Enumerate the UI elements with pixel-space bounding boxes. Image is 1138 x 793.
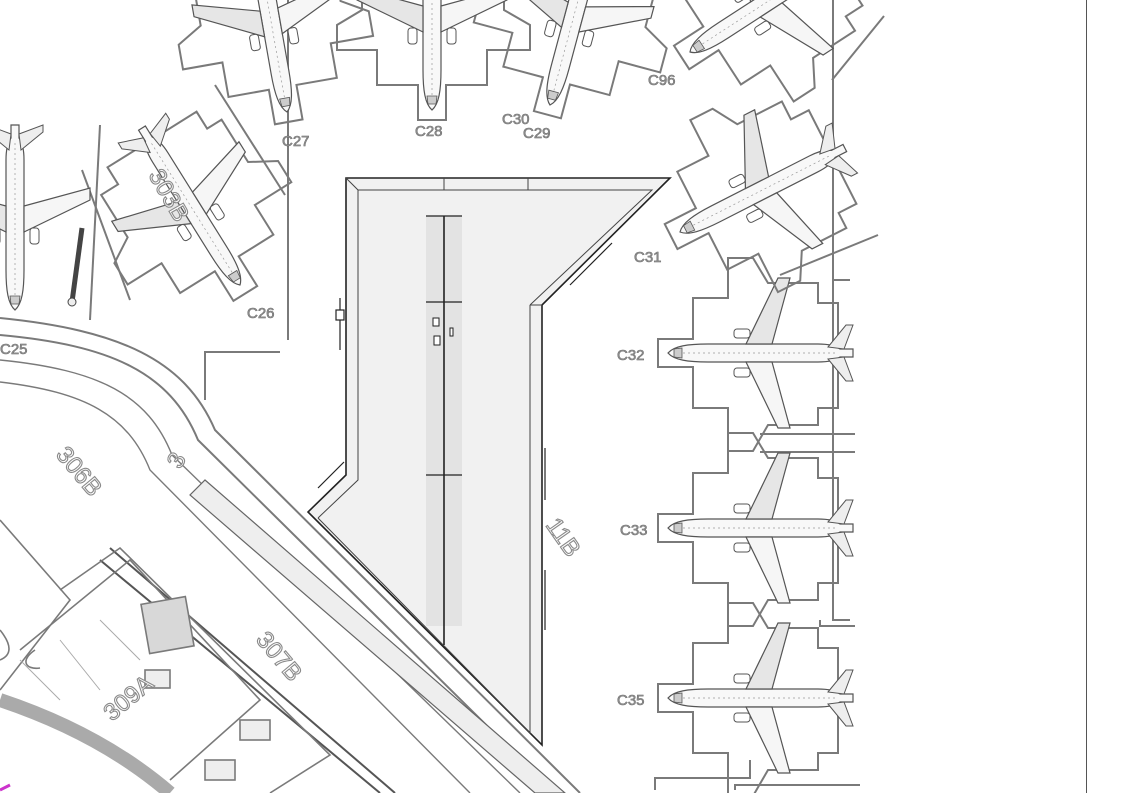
stand-label-307b: 307B xyxy=(250,627,307,687)
gate-label-c27: C27 xyxy=(282,133,310,150)
aircraft-c31[interactable] xyxy=(626,63,889,325)
terminal-building[interactable] xyxy=(0,519,332,793)
terminal-pier[interactable] xyxy=(306,177,672,747)
apron-lines xyxy=(81,0,885,790)
stand-label-3: 3 xyxy=(162,448,192,473)
aircraft-c96[interactable] xyxy=(628,0,899,141)
stand-label-11b: 11B xyxy=(540,513,586,562)
gate-label-c28: C28 xyxy=(415,123,443,140)
aircraft-c33[interactable] xyxy=(657,432,854,627)
aircraft-c35[interactable] xyxy=(657,602,854,793)
jet-bridge xyxy=(67,227,85,307)
gate-labels: C26 C27 C28 C29 C30 C31 C32 C33 C35 C25 … xyxy=(0,72,676,710)
aircraft-c29[interactable] xyxy=(454,0,693,142)
gate-label-c26: C26 xyxy=(247,305,275,322)
gate-label-c33: C33 xyxy=(620,522,648,539)
aircraft-c28[interactable] xyxy=(336,0,531,121)
gate-label-c31: C31 xyxy=(634,249,662,266)
gate-label-c32: C32 xyxy=(617,347,645,364)
aircraft-c32[interactable] xyxy=(657,257,854,452)
gate-label-c29: C29 xyxy=(523,125,551,142)
aircraft-c27[interactable] xyxy=(161,0,387,140)
landside-road xyxy=(0,317,581,793)
side-panel xyxy=(1086,0,1138,793)
gate-label-c96: C96 xyxy=(648,72,676,89)
stand-label-306b: 306B xyxy=(50,442,107,502)
gate-label-c30: C30 xyxy=(502,111,530,128)
gate-label-c25: C25 xyxy=(0,341,28,358)
gate-label-c35: C35 xyxy=(617,692,645,709)
